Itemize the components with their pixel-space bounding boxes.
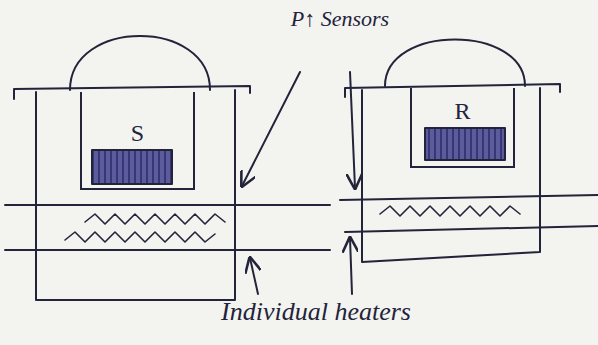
housing (36, 90, 235, 300)
sample-block (425, 128, 505, 160)
leader-arrow (350, 238, 352, 294)
heater-label: Individual heaters (196, 297, 436, 327)
sample-block (92, 150, 172, 184)
flange (345, 84, 560, 97)
leader-arrow (242, 72, 300, 186)
heater-coil (65, 232, 215, 242)
sample-chamber: R (410, 88, 515, 168)
chamber-dome (385, 40, 525, 87)
housing (362, 88, 540, 262)
heater-wire (345, 226, 598, 232)
heater-wire (340, 195, 598, 200)
heater-wire (5, 204, 330, 206)
heater-coil (380, 206, 520, 216)
chamber-label: S (82, 120, 193, 146)
chamber-label: R (412, 98, 513, 124)
sensor-label: P↑ Sensors (290, 6, 390, 31)
heater-wire (5, 249, 330, 251)
leader-arrow (350, 72, 355, 188)
flange (14, 86, 250, 99)
sample-chamber: S (80, 92, 195, 190)
heater-coil (85, 214, 225, 224)
leader-arrow (250, 258, 258, 294)
chamber-dome (70, 36, 210, 90)
